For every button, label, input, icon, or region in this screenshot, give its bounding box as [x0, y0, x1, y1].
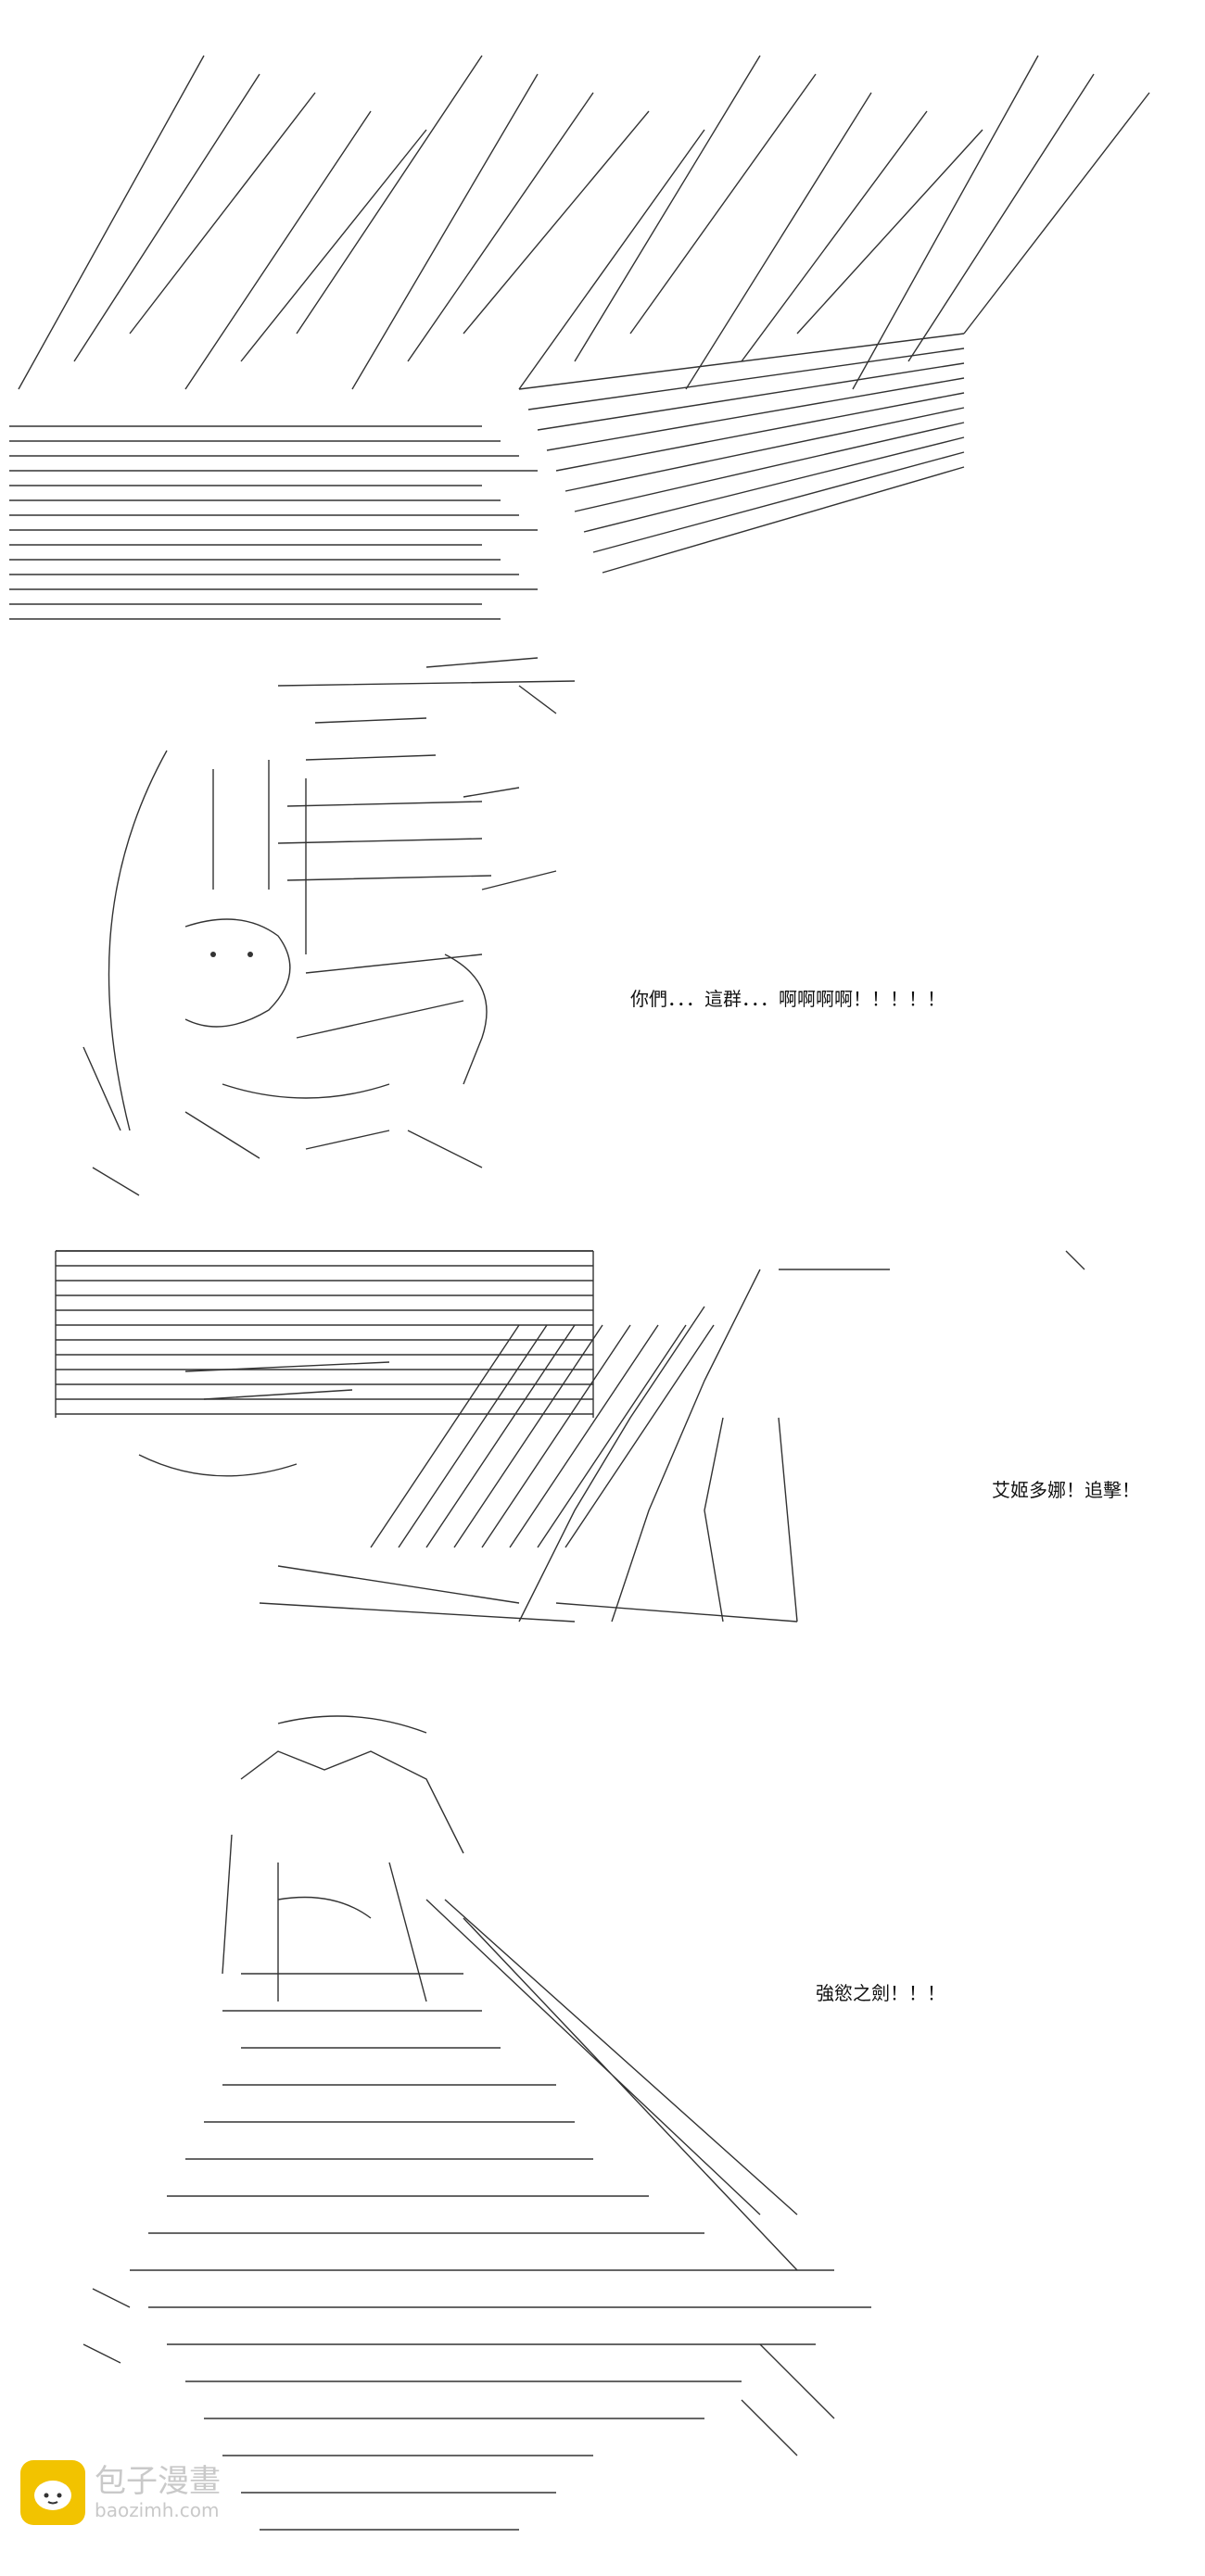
streak-line	[537, 362, 965, 431]
beam-line	[370, 1324, 520, 1548]
streak-line	[527, 347, 965, 410]
watermark-name: 包子漫畫	[95, 2463, 221, 2501]
streak-line	[129, 92, 316, 335]
streak-line	[518, 129, 705, 390]
panel-1-speed-lines	[0, 0, 1205, 639]
streak-line	[963, 92, 1150, 335]
watermark: 包子漫畫 baozimh.com	[20, 2460, 221, 2525]
streak-line	[796, 129, 983, 335]
beam-line	[398, 1324, 548, 1548]
beam-line	[509, 1324, 659, 1548]
streak-line	[574, 422, 965, 512]
streak-line	[852, 55, 1039, 390]
speech-text-3: 強慾之劍！！！	[816, 1982, 945, 2004]
panel-2-figure: 你們．．．這群．．．啊啊啊啊！！！！！	[0, 649, 1205, 1205]
speech-text-1: 你們．．．這群．．．啊啊啊啊！！！！！	[630, 988, 945, 1010]
streak-line	[602, 466, 965, 574]
streak-line	[18, 55, 205, 390]
streak-line	[546, 377, 965, 451]
beam-line	[481, 1324, 631, 1548]
beam-line	[453, 1324, 603, 1548]
fortress-art	[55, 1250, 1085, 1623]
streak-line	[629, 73, 817, 335]
speech-text-2: 艾姬多娜！追擊！	[992, 1479, 1140, 1501]
streak-line	[73, 73, 260, 362]
streak-line	[564, 407, 965, 492]
streak-line	[240, 129, 427, 362]
beam-line	[564, 1324, 715, 1548]
streak-line	[184, 110, 372, 390]
beam-line	[425, 1324, 576, 1548]
streak-line	[583, 436, 965, 533]
beam-line	[537, 1324, 687, 1548]
streak-line	[463, 110, 650, 335]
figure-art-1	[82, 657, 576, 1196]
streak-line	[555, 392, 965, 472]
streak-line	[407, 92, 594, 362]
speed-lines-art	[9, 55, 1150, 620]
streak-line	[296, 55, 483, 335]
streak-line	[592, 451, 965, 553]
figure-art-2	[82, 1715, 871, 2531]
streak-line	[685, 92, 872, 390]
streak-line	[518, 333, 965, 390]
streak-line	[741, 110, 928, 362]
streak-line	[351, 73, 539, 390]
panel-3-fortress: 艾姬多娜！追擊！	[0, 1232, 1205, 1659]
bun-logo-icon	[20, 2460, 85, 2525]
watermark-url: baozimh.com	[95, 2498, 220, 2521]
panel-4-sword-figure: 強慾之劍！！！	[0, 1696, 1205, 2567]
streak-line	[574, 55, 761, 362]
streak-line	[907, 73, 1095, 362]
